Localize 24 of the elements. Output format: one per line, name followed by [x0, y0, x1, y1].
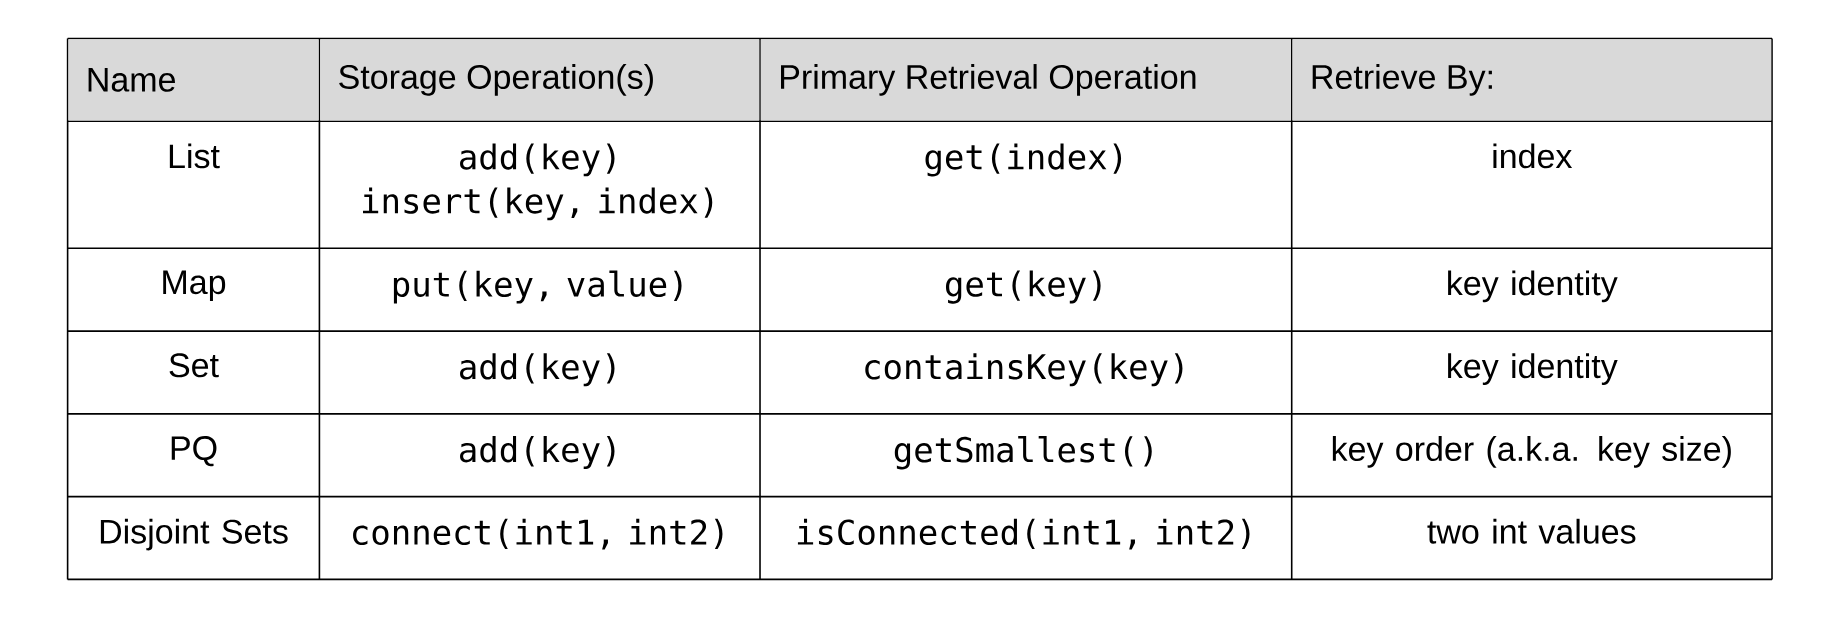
table-cell: connect(int1, int2) [353, 518, 723, 550]
table-cell: get(index) [925, 143, 1122, 177]
table-cell: List [169, 143, 220, 169]
header-cell: Retrieve By: [1292, 39, 1772, 121]
header-cell: Storage Operation(s) [320, 39, 760, 121]
table-cell: PQ [171, 436, 217, 467]
header-cell: Name [68, 39, 319, 121]
table-cell: key identity [1448, 353, 1618, 385]
table-cell: add(key) [460, 436, 615, 469]
table-cell: add(key) insert(key, index) [363, 143, 713, 221]
table-cell: add(key) [460, 353, 615, 387]
table-cell: two int values [1427, 518, 1636, 544]
table-cell: put(key, value) [393, 270, 682, 304]
table-cell: Disjoint Sets [100, 518, 288, 551]
table-cell: containsKey(key) [865, 353, 1183, 387]
table-cell: Set [169, 353, 219, 378]
header-cell: Primary Retrieval Operation [760, 39, 1291, 121]
table-cell: index [1493, 143, 1573, 169]
table-cell: key order (a.k.a. key size) [1332, 436, 1731, 468]
table-cell: get(key) [945, 270, 1101, 304]
table-cell: isConnected(int1, int2) [797, 518, 1250, 550]
table-cell: Map [163, 270, 226, 301]
table-cell: key identity [1448, 270, 1618, 303]
table-cell: getSmallest() [894, 436, 1152, 470]
